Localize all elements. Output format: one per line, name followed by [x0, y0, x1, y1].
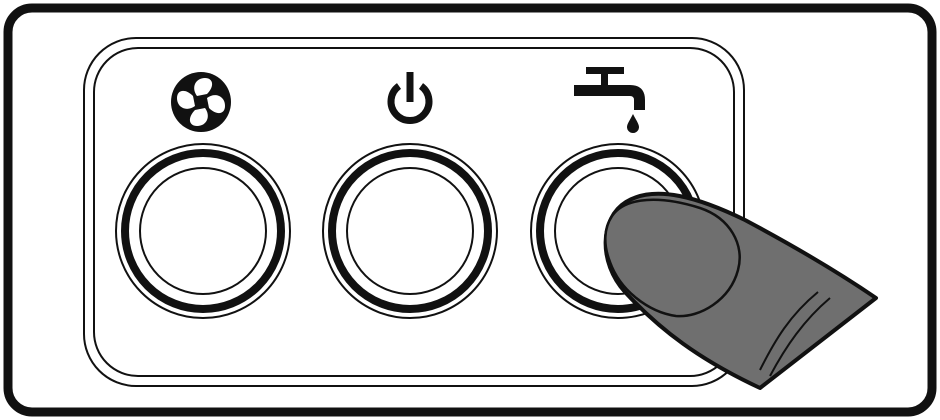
- fan-icon: [171, 72, 231, 132]
- fan-button[interactable]: [116, 144, 290, 318]
- power-button[interactable]: [323, 144, 497, 318]
